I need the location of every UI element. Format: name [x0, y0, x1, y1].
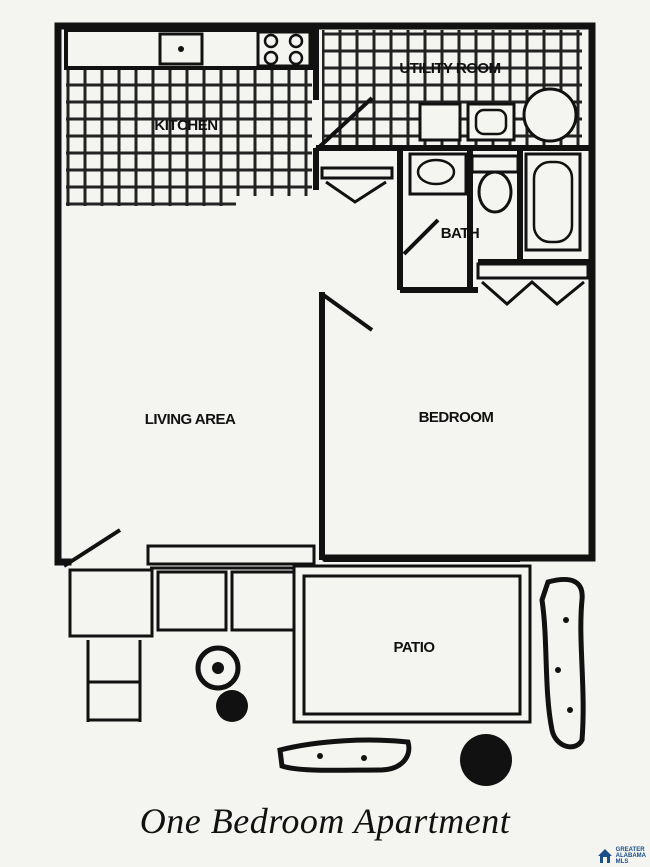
utility-room-label: UTILITY ROOM [399, 60, 500, 77]
kitchen-label: KITCHEN [154, 117, 217, 134]
tree-icon [460, 734, 512, 786]
bath-label: BATH [441, 225, 480, 242]
hedge-horizontal-icon [277, 737, 412, 773]
sink-icon [408, 152, 468, 196]
dryer-icon [466, 102, 516, 142]
plan-caption: One Bedroom Apartment [139, 801, 511, 841]
mls-watermark: GREATER ALABAMA MLS [597, 847, 646, 865]
bathtub-icon [524, 152, 582, 252]
shrub-icon [195, 645, 248, 722]
bedroom-closet [476, 262, 590, 306]
stove-icon [256, 30, 312, 68]
door-swings [62, 96, 440, 568]
kitchen-tile-floor [66, 68, 312, 206]
storage-closets [146, 544, 316, 632]
hedge-vertical-icon [539, 576, 586, 750]
entry-steps [68, 568, 154, 722]
mls-watermark-text: GREATER ALABAMA MLS [615, 847, 646, 865]
interior-walls [313, 26, 592, 560]
bedroom-label: BEDROOM [419, 409, 494, 426]
living-area-label: LIVING AREA [145, 411, 236, 428]
hall-closet [320, 166, 394, 204]
house-logo-icon [597, 849, 612, 863]
patio-label: PATIO [393, 639, 435, 656]
patio-area [292, 558, 532, 724]
water-heater-icon [522, 87, 578, 143]
washer-icon [418, 102, 462, 142]
